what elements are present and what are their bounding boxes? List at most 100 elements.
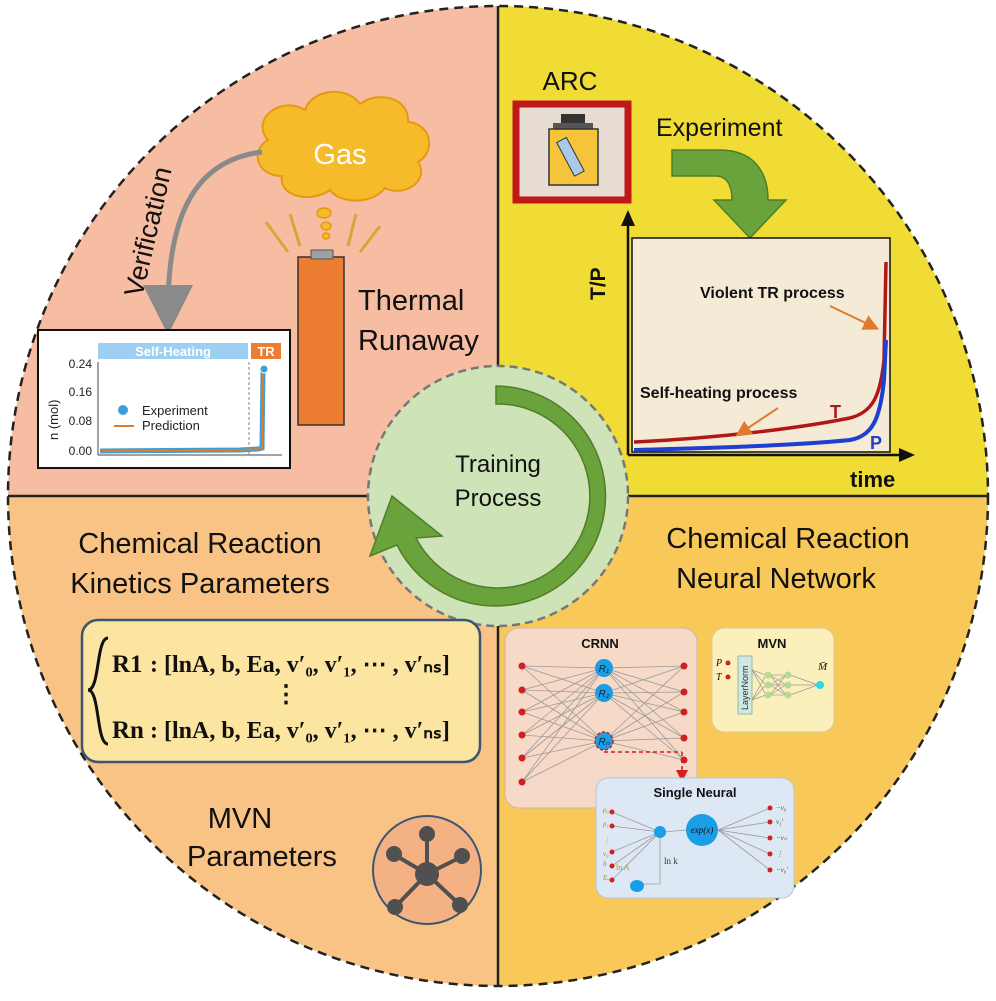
single-input-label: Eₐ [602, 874, 609, 882]
crnn-nodes [518, 659, 688, 786]
training-label-line1: Training [455, 451, 541, 478]
kinetics-title-line1: Chemical Reaction [78, 528, 321, 560]
annotation-self-heating: Self-heating process [640, 385, 797, 402]
crnn-edge [521, 665, 605, 694]
arc-bomb-neck [553, 123, 593, 129]
gas-bubble [316, 207, 332, 219]
gas-bubble [321, 232, 331, 240]
hidden-node-label: Rₙ [598, 737, 610, 748]
gas-label: Gas [313, 139, 366, 171]
crnn-edge [603, 711, 685, 742]
single-input-node [609, 863, 615, 869]
legend-experiment-marker [118, 405, 128, 415]
crnn-edges [521, 665, 685, 783]
arc-temperature-pressure-chart: T/P time Violent TR process Self-heating… [587, 210, 915, 492]
single-input-label: ⋮ [603, 837, 610, 845]
gas-cloud [256, 90, 431, 202]
single-output-label: −νₙ [776, 834, 787, 842]
crnn-edge [603, 665, 685, 742]
equation-brace [87, 636, 109, 746]
crnn-edge [521, 740, 605, 759]
training-label-line2: Process [455, 485, 542, 512]
tr-band [251, 343, 281, 359]
layernorm-block [737, 655, 753, 715]
crnn-edge [603, 740, 685, 761]
crnn-input-node [518, 778, 526, 786]
p-series-label: P [870, 433, 882, 453]
arc-cell-sample [555, 136, 585, 177]
crnn-input-node [518, 754, 526, 762]
exp-node [686, 814, 718, 846]
legend-experiment: Experiment [142, 403, 208, 418]
crnn-output-node [680, 662, 688, 670]
kinetics-title-line2: Kinetics Parameters [70, 568, 330, 600]
ln-a-node [630, 880, 644, 892]
crnn-edge [521, 689, 605, 742]
single-output-nodes [767, 805, 773, 873]
single-output-node [767, 867, 773, 873]
single-sum-node [654, 826, 666, 838]
single-input-node [609, 849, 615, 855]
thermal-runaway-label-line2: Runaway [358, 325, 479, 357]
crnn-edge [521, 667, 605, 691]
crnn-edge [521, 665, 605, 669]
mvn-output-label: M̄ [817, 661, 828, 673]
gas-bubble [320, 221, 332, 231]
crnn-title-line1: Chemical Reaction [666, 523, 909, 555]
single-output-node [767, 851, 773, 857]
self-heating-band [98, 343, 248, 359]
experiment-label: Experiment [656, 114, 782, 142]
crnn-title: CRNN [581, 636, 619, 651]
crnn-network-panel: CRNN R₁ R₂ Rₙ [504, 627, 698, 809]
crnn-edge [521, 667, 605, 736]
crnn-input-node [518, 662, 526, 670]
single-neural-panel: Single Neural exp(x) ln k ln A ρ₀ ρ₁ ⋮ ν… [595, 777, 795, 899]
verification-arrow [143, 149, 263, 335]
self-heating-header: Self-Heating [135, 344, 211, 359]
training-cycle-arrow [368, 385, 607, 607]
arc-xlabel: time [850, 467, 895, 492]
arc-bomb-cap [561, 114, 585, 124]
mvn-params-line2: Parameters [187, 841, 337, 873]
kinetics-equation-box: R1 : [lnA, b, Ea, v′₀, v′₁, ⋯ , v′ₙₛ] ⋮ … [80, 618, 482, 764]
mvn-network-panel: MVN P T LayerNorm M̄ [711, 627, 835, 733]
crnn-hidden-node [595, 659, 613, 677]
t-series-label: T [830, 402, 841, 422]
single-output-node [767, 835, 773, 841]
ytick-label: 0.00 [69, 444, 93, 458]
legend-prediction: Prediction [142, 418, 200, 433]
ln-a-label: ln A [616, 863, 630, 872]
crnn-edge [603, 691, 685, 694]
ln-k-label: ln k [664, 856, 678, 866]
crnn-edge [603, 692, 685, 739]
crnn-hidden-node [594, 731, 614, 751]
crnn-input-node [518, 686, 526, 694]
crnn-edge [603, 667, 685, 713]
crnn-edge [521, 692, 605, 783]
annotation-violent-tr: Violent TR process [700, 285, 845, 302]
crnn-title-line2: Neural Network [676, 563, 876, 595]
single-output-node [767, 805, 773, 811]
mini-ylabel: n (mol) [46, 400, 61, 440]
p-series-line [633, 339, 888, 452]
crnn-output-node [680, 734, 688, 742]
battery-terminal [310, 249, 334, 260]
equation-row1-params: : [lnA, b, Ea, v′₀, v′₁, ⋯ , v′ₙₛ] [150, 652, 450, 678]
crnn-output-node [680, 708, 688, 716]
equation-dots: ⋮ [274, 682, 298, 708]
ytick-label: 0.24 [69, 357, 93, 371]
single-input-label: ν₀ [603, 850, 609, 858]
crnn-edge [521, 689, 605, 694]
t-series-line [633, 261, 888, 444]
crnn-input-node [518, 731, 526, 739]
single-input-nodes [609, 809, 615, 883]
mvn-output-node [816, 681, 824, 689]
mvn-input-p: P [715, 658, 722, 669]
battery-cell [297, 256, 345, 426]
single-input-label: ρ₁ [602, 820, 609, 828]
crnn-edge [521, 665, 605, 742]
mvn-title: MVN [758, 636, 787, 651]
crnn-edge [603, 667, 685, 693]
molecule-icon [372, 815, 482, 925]
